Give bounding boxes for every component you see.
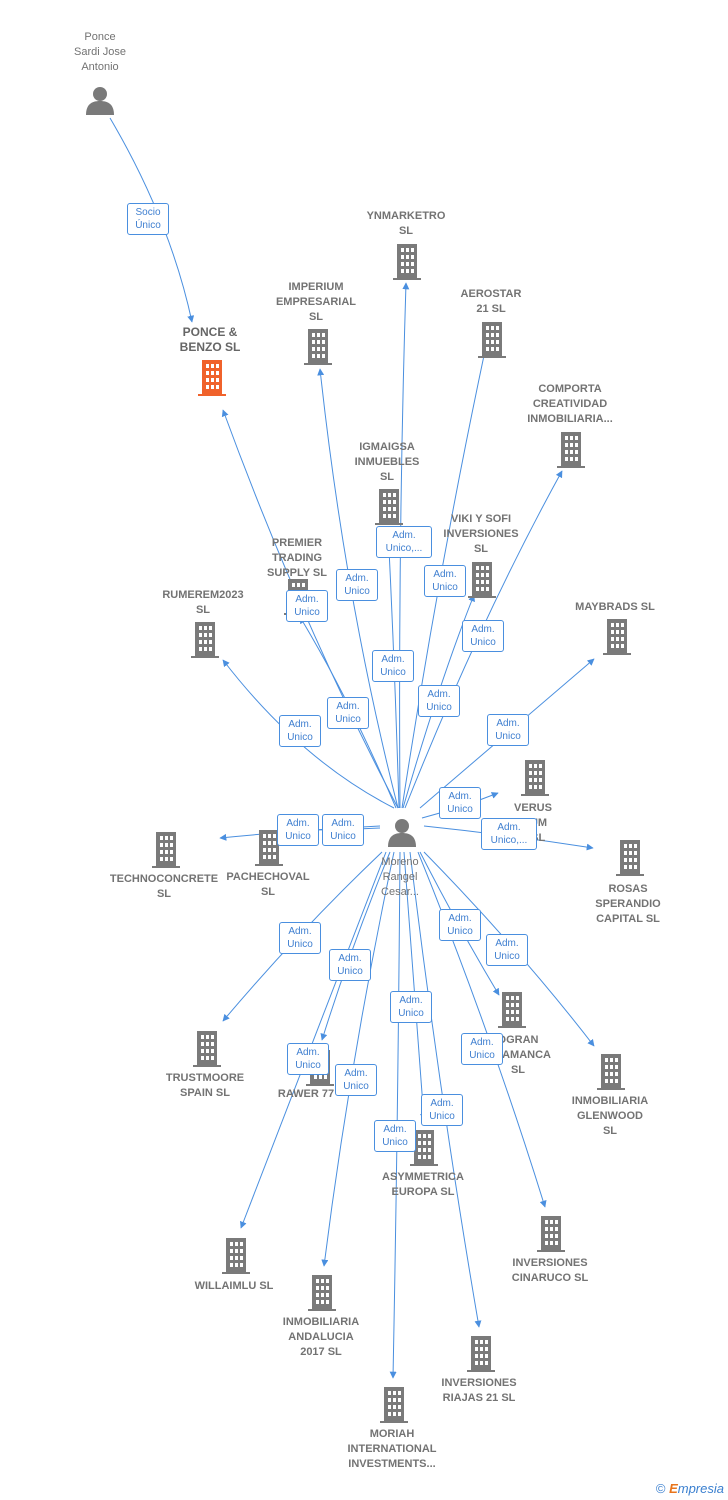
edge-label-willaimlu[interactable]: Adm. Unico — [287, 1043, 329, 1075]
edge-label-cinaruco[interactable]: Adm. Unico — [461, 1033, 503, 1065]
brand-initial: E — [669, 1481, 678, 1496]
building-icon[interactable] — [393, 244, 421, 280]
building-icon[interactable] — [498, 992, 526, 1028]
edge-moreno-moriah — [389, 851, 401, 1379]
edge-label-eogran[interactable]: Adm. Unico — [439, 909, 481, 941]
building-icon[interactable] — [478, 322, 506, 358]
node-label-moriah[interactable]: MORIAH INTERNATIONAL INVESTMENTS... — [347, 1428, 437, 1470]
edge-label-comporta[interactable]: Adm. Unico — [462, 620, 504, 652]
edge-moreno-rumerem — [222, 659, 395, 809]
nodes-layer — [86, 87, 644, 1423]
building-icon[interactable] — [467, 1336, 495, 1372]
building-icon[interactable] — [597, 1054, 625, 1090]
node-label-rosas[interactable]: ROSAS SPERANDIO CAPITAL SL — [595, 883, 661, 925]
building-icon[interactable] — [193, 1031, 221, 1067]
node-label-glenwood[interactable]: INMOBILIARIA GLENWOOD SL — [571, 1095, 649, 1137]
edge-label-ponce_benzo[interactable]: Socio Único — [127, 203, 169, 235]
edge-label-moriah[interactable]: Adm. Unico — [374, 1120, 416, 1152]
edge-label-verus[interactable]: Adm. Unico — [439, 787, 481, 819]
brand-mark[interactable]: © Empresia — [656, 1481, 724, 1496]
edge-label-maybrads[interactable]: Adm. Unico — [487, 714, 529, 746]
edge-label-ponce_benzo[interactable]: Adm. Unico — [279, 715, 321, 747]
building-icon[interactable] — [521, 760, 549, 796]
edge-label-ynmarketro[interactable]: Adm. Unico — [372, 650, 414, 682]
node-label-igmaigsa[interactable]: IGMAIGSA INMUEBLES SL — [354, 441, 420, 483]
node-label-moreno[interactable]: Moreno Rangel Cesar... — [381, 856, 419, 898]
building-icon[interactable] — [557, 432, 585, 468]
node-label-willaimlu[interactable]: WILLAIMLU SL — [194, 1280, 274, 1292]
building-icon[interactable] — [468, 562, 496, 598]
edge-label-andalucia[interactable]: Adm. Unico — [335, 1064, 377, 1096]
edge-label-viki[interactable]: Adm. Unico — [424, 565, 466, 597]
node-label-technoconcrete[interactable]: TECHNOCONCRETE SL — [109, 873, 219, 900]
building-icon[interactable] — [380, 1387, 408, 1423]
node-label-ynmarketro[interactable]: YNMARKETRO SL — [366, 210, 446, 237]
edge-label-trustmoore[interactable]: Adm. Unico — [279, 922, 321, 954]
edge-label-aerostar[interactable]: Adm. Unico — [418, 685, 460, 717]
edge-moreno-cinaruco — [417, 851, 547, 1208]
node-label-trustmoore[interactable]: TRUSTMOORE SPAIN SL — [165, 1072, 245, 1099]
node-label-ponce_person[interactable]: Ponce Sardi Jose Antonio — [74, 31, 126, 73]
building-icon[interactable] — [191, 622, 219, 658]
edge-label-imperium[interactable]: Adm. Unico — [327, 697, 369, 729]
edge-label-igmaigsa[interactable]: Adm. Unico,... — [376, 526, 432, 558]
brand-name: mpresia — [677, 1481, 724, 1496]
node-label-rumerem[interactable]: RUMEREM2023 SL — [162, 589, 244, 616]
edge-label-asymmetrica[interactable]: Adm. Unico — [390, 991, 432, 1023]
node-label-aerostar[interactable]: AEROSTAR 21 SL — [460, 288, 522, 315]
node-label-ponce_benzo[interactable]: PONCE & BENZO SL — [179, 325, 241, 354]
edge-label-rumerem[interactable]: Adm. Unico — [286, 590, 328, 622]
building-icon[interactable] — [304, 329, 332, 365]
building-icon[interactable] — [616, 840, 644, 876]
edge-label-pachechoval[interactable]: Adm. Unico — [322, 814, 364, 846]
building-icon[interactable] — [222, 1238, 250, 1274]
node-label-imperium[interactable]: IMPERIUM EMPRESARIAL SL — [275, 281, 357, 323]
building-icon[interactable] — [537, 1216, 565, 1252]
building-icon[interactable] — [308, 1275, 336, 1311]
node-label-premier[interactable]: PREMIER TRADING SUPPLY SL — [267, 537, 327, 579]
node-label-viki[interactable]: VIKI Y SOFI INVERSIONES SL — [443, 513, 519, 555]
building-icon[interactable] — [152, 832, 180, 868]
node-label-maybrads[interactable]: MAYBRADS SL — [575, 601, 655, 613]
edge-label-riajas[interactable]: Adm. Unico — [421, 1094, 463, 1126]
building-icon[interactable] — [198, 360, 226, 396]
node-label-riajas[interactable]: INVERSIONES RIAJAS 21 SL — [441, 1377, 517, 1404]
edge-label-technoconcrete[interactable]: Adm. Unico — [277, 814, 319, 846]
edge-moreno-andalucia — [321, 851, 395, 1267]
copyright-symbol: © — [655, 1481, 666, 1496]
person-icon[interactable] — [86, 87, 114, 115]
node-label-pachechoval[interactable]: PACHECHOVAL SL — [226, 871, 310, 898]
node-label-asymmetrica[interactable]: ASYMMETRICA EUROPA SL — [382, 1171, 464, 1198]
edge-label-rawer[interactable]: Adm. Unico — [329, 949, 371, 981]
edge-moreno-rawer — [320, 851, 391, 1041]
edge-moreno-willaimlu — [240, 851, 387, 1229]
edge-label-glenwood[interactable]: Adm. Unico — [486, 934, 528, 966]
node-label-cinaruco[interactable]: INVERSIONES CINARUCO SL — [511, 1257, 589, 1284]
edge-moreno-asymmetrica — [403, 851, 428, 1121]
node-label-comporta[interactable]: COMPORTA CREATIVIDAD INMOBILIARIA... — [527, 383, 613, 425]
node-label-andalucia[interactable]: INMOBILIARIA ANDALUCIA 2017 SL — [282, 1316, 360, 1358]
person-icon[interactable] — [388, 819, 416, 847]
building-icon[interactable] — [375, 489, 403, 525]
building-icon[interactable] — [603, 619, 631, 655]
node-label-rawer[interactable]: RAWER 77 — [277, 1088, 335, 1100]
edge-label-premier[interactable]: Adm. Unico — [336, 569, 378, 601]
edge-label-rosas[interactable]: Adm. Unico,... — [481, 818, 537, 850]
